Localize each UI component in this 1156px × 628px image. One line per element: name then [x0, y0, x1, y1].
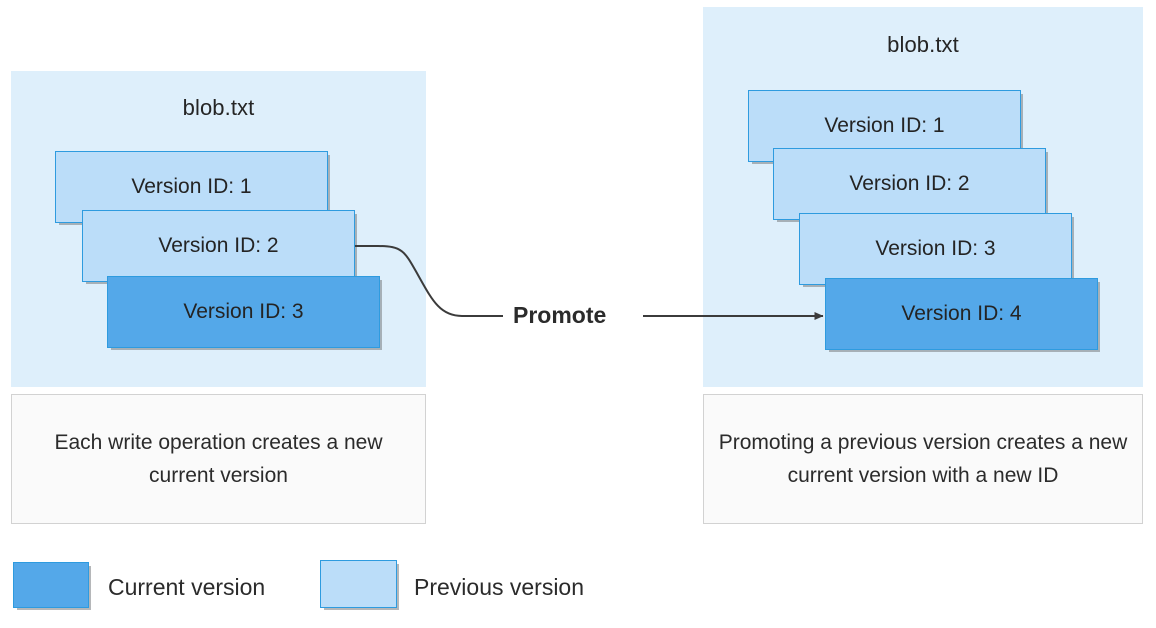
left-version-label-1: Version ID: 1	[131, 175, 252, 198]
left-version-label-2: Version ID: 2	[158, 234, 279, 257]
right-version-label-3: Version ID: 3	[875, 237, 996, 260]
right-version-label-4: Version ID: 4	[901, 302, 1022, 325]
right-version-card-2: Version ID: 2	[773, 148, 1046, 220]
legend-swatch-current-version	[13, 562, 89, 608]
right-caption-box: Promoting a previous version creates a n…	[703, 394, 1143, 524]
legend-label-previous-version: Previous version	[414, 574, 585, 600]
right-version-label-2: Version ID: 2	[849, 172, 970, 195]
left-caption-text: Each write operation creates a new curre…	[54, 431, 383, 487]
right-version-card-3: Version ID: 3	[799, 213, 1072, 285]
promote-label: Promote	[513, 302, 607, 328]
right-caption-text: Promoting a previous version creates a n…	[718, 431, 1128, 487]
legend-swatch-previous-version	[320, 560, 397, 608]
right-version-card-4: Version ID: 4	[825, 278, 1098, 350]
left-blob-title: blob.txt	[182, 95, 255, 120]
legend-label-current-version: Current version	[108, 574, 266, 600]
right-blob-title: blob.txt	[887, 32, 959, 57]
left-version-card-3: Version ID: 3	[107, 276, 380, 348]
left-caption-box: Each write operation creates a new curre…	[11, 394, 426, 524]
left-version-card-2: Version ID: 2	[82, 210, 355, 282]
right-version-label-1: Version ID: 1	[824, 114, 945, 137]
left-version-label-3: Version ID: 3	[183, 300, 304, 323]
